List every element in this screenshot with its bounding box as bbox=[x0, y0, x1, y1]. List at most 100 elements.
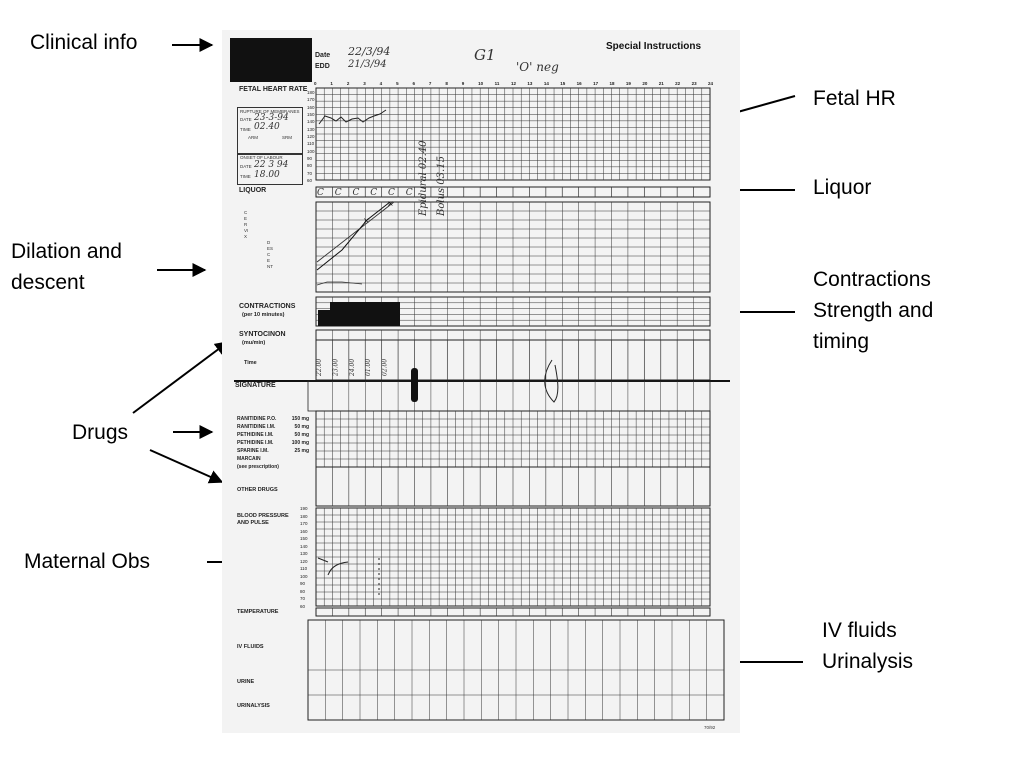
drug-row: MARCAIN bbox=[237, 456, 309, 464]
hour-tick-label: 8 bbox=[445, 81, 448, 86]
signature-row bbox=[307, 380, 711, 412]
drug-dose: 150 mg bbox=[291, 416, 309, 422]
callout-drugs: Drugs bbox=[72, 421, 129, 444]
hour-tick-label: 21 bbox=[659, 81, 665, 86]
scale-label: 70 bbox=[307, 170, 313, 176]
rupture-srm: SRM bbox=[282, 135, 292, 140]
callout-iv-line2: Urinalysis bbox=[822, 650, 914, 673]
onset-time-value: 18.00 bbox=[254, 170, 280, 180]
time-row-label: Time bbox=[244, 360, 257, 366]
temperature-label: TEMPERATURE bbox=[237, 609, 279, 615]
scale-label: 100 bbox=[300, 573, 308, 579]
fhr-trace bbox=[318, 109, 387, 125]
contractions-filled-block bbox=[330, 302, 400, 326]
scale-label: 100 bbox=[307, 148, 315, 154]
special-instructions-title: Special Instructions bbox=[606, 41, 702, 52]
scale-label: 160 bbox=[300, 528, 308, 534]
scale-label: 170 bbox=[300, 521, 308, 527]
hour-tick-label: 10 bbox=[478, 81, 484, 86]
scale-label: 170 bbox=[307, 97, 315, 103]
hour-tick-label: 13 bbox=[527, 81, 533, 86]
other-drugs-label: OTHER DRUGS bbox=[237, 487, 278, 493]
callout-clinical-info: Clinical info bbox=[30, 31, 138, 54]
bp-pulse-label-1: BLOOD PRESSURE bbox=[237, 513, 289, 519]
hour-tick-label: 6 bbox=[413, 81, 416, 86]
descent-trace bbox=[316, 281, 363, 286]
scale-label: 90 bbox=[307, 156, 313, 161]
handwritten-time: 23.00 bbox=[332, 359, 339, 377]
drug-name: SPARINE I.M. bbox=[237, 448, 269, 454]
contractions-sub-label: (per 10 minutes) bbox=[242, 312, 285, 318]
hour-tick-label: 9 bbox=[462, 81, 465, 86]
fhr-section-label: FETAL HEART RATE bbox=[239, 86, 308, 93]
syntocinon-section-label: SYNTOCINON bbox=[239, 331, 286, 338]
callout-dilation-line1: Dilation and bbox=[11, 240, 122, 263]
onset-date-value: 22 3 94 bbox=[254, 160, 289, 170]
rupture-date-label: DATE bbox=[240, 117, 252, 122]
arrow-drugs-syntocinon bbox=[132, 341, 230, 414]
scale-label: 90 bbox=[300, 581, 306, 587]
rupture-time-label: TIME bbox=[240, 127, 251, 132]
hour-tick-label: 1 bbox=[330, 81, 333, 86]
scale-label: 130 bbox=[300, 551, 308, 557]
scale-label: 70 bbox=[300, 596, 306, 602]
scale-label: 110 bbox=[300, 566, 308, 572]
callout-contractions-line2: Strength and bbox=[813, 299, 934, 322]
descent-vertical-label: DESCENT bbox=[267, 240, 274, 269]
hour-tick-label: 2 bbox=[347, 81, 350, 86]
signature-label: SIGNATURE bbox=[235, 382, 276, 389]
callout-liquor: Liquor bbox=[813, 176, 872, 199]
onset-of-labour-box: ONSET OF LABOUR DATE 22 3 94 TIME 18.00 bbox=[237, 153, 303, 185]
drug-name: PETHIDINE I.M. bbox=[237, 432, 274, 438]
drug-row: PETHIDINE I.M.100 mg bbox=[237, 440, 309, 448]
cervix-point-x: × bbox=[363, 216, 370, 225]
contractions-section-label: CONTRACTIONS bbox=[239, 303, 296, 310]
bp-pulse-label-2: AND PULSE bbox=[237, 520, 269, 526]
rupture-date-value: 23-3-94 bbox=[254, 113, 289, 123]
onset-time-label: TIME bbox=[240, 174, 251, 179]
hour-tick-label: 23 bbox=[692, 81, 698, 86]
hour-tick-label: 0 bbox=[314, 81, 317, 86]
iv-fluids-label: IV FLUIDS bbox=[237, 644, 264, 650]
redacted-patient-label bbox=[230, 38, 312, 82]
drug-name: RANITIDINE P.O. bbox=[237, 416, 277, 422]
scale-label: 110 bbox=[307, 141, 315, 147]
hour-tick-label: 7 bbox=[429, 81, 432, 86]
pulse-mark bbox=[327, 561, 349, 576]
blood-group-value: 'O' neg bbox=[516, 60, 559, 74]
hour-tick-label: 14 bbox=[544, 81, 550, 86]
partogram-chart: Special Instructions Date EDD 22/3/94 21… bbox=[222, 30, 740, 733]
handwritten-time: 01.00 bbox=[365, 359, 372, 376]
edd-label: EDD bbox=[315, 63, 330, 70]
scale-label: 120 bbox=[300, 558, 308, 564]
drug-name: RANITIDINE I.M. bbox=[237, 424, 276, 430]
hour-tick-label: 18 bbox=[610, 81, 616, 86]
rupture-arm: ARM bbox=[248, 135, 258, 140]
rupture-title: RUPTURE OF MEMBRANES bbox=[240, 109, 300, 114]
scale-label: 130 bbox=[307, 126, 315, 132]
scale-label: 160 bbox=[307, 104, 315, 110]
hour-tick-label: 12 bbox=[511, 81, 517, 86]
hour-tick-label: 20 bbox=[642, 81, 648, 86]
callout-maternal-obs: Maternal Obs bbox=[24, 550, 151, 573]
gravida-value: G1 bbox=[474, 46, 496, 64]
alert-line bbox=[316, 201, 395, 263]
hour-tick-label: 3 bbox=[363, 81, 366, 86]
drug-name: (see prescription) bbox=[237, 464, 279, 470]
scale-label: 190 bbox=[300, 506, 308, 511]
callout-dilation-line2: descent bbox=[11, 271, 85, 294]
arrow-drugs-other bbox=[149, 449, 224, 484]
cervix-vertical-label: CERVIX bbox=[244, 210, 249, 239]
edd-value: 21/3/94 bbox=[348, 59, 387, 70]
scale-label: 180 bbox=[300, 513, 308, 519]
rupture-of-membranes-box: RUPTURE OF MEMBRANES DATE 23-3-94 TIME 0… bbox=[237, 107, 303, 155]
liquor-section-label: LIQUOR bbox=[239, 187, 267, 194]
date-label: Date bbox=[315, 52, 331, 59]
urine-label: URINE bbox=[237, 679, 255, 685]
onset-title: ONSET OF LABOUR bbox=[240, 155, 283, 160]
scale-label: 150 bbox=[307, 112, 315, 117]
staple-mark bbox=[411, 368, 418, 402]
callout-contractions-line3: timing bbox=[813, 330, 870, 353]
